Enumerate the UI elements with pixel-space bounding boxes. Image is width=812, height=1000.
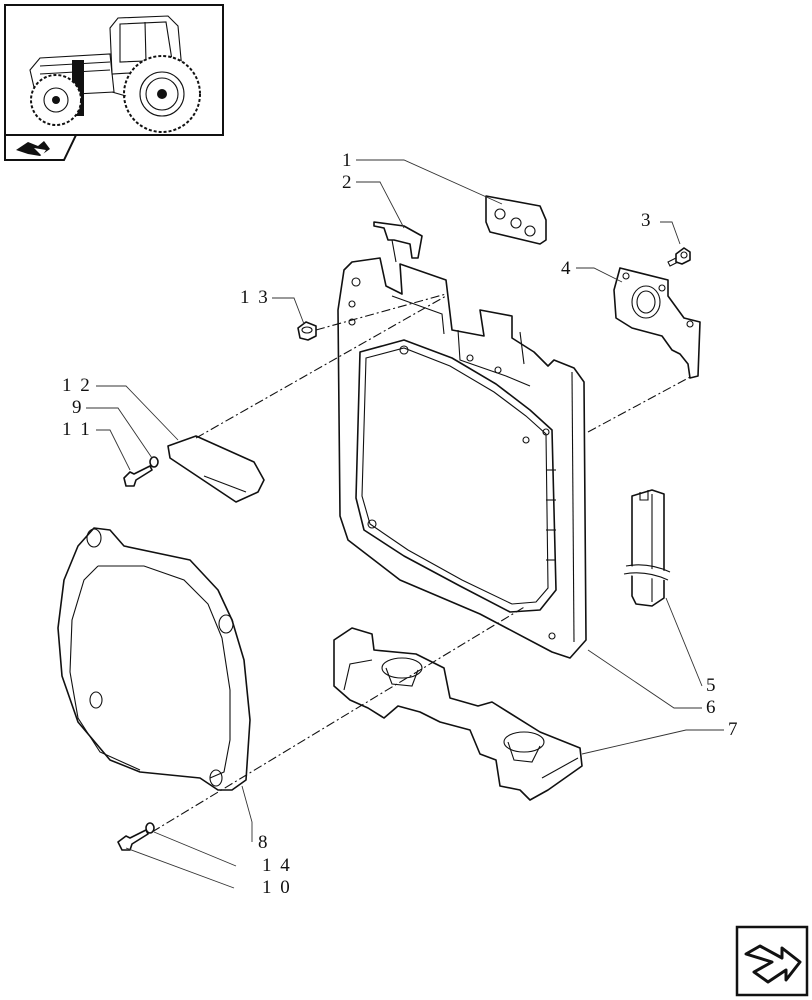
part-10-bolt: [117, 829, 149, 851]
part-4-bracket: [613, 267, 701, 379]
leader-lines: [86, 159, 724, 889]
part-12-guide: [167, 435, 265, 503]
callout-8: 8: [258, 832, 270, 853]
callout-3: 3: [641, 210, 653, 231]
part-13-nut: [297, 321, 317, 341]
part-1-plate: [485, 195, 547, 245]
part-3-screw: [667, 247, 691, 267]
part-2-clip: [373, 221, 423, 263]
callout-13: 1 3: [240, 287, 270, 308]
assembly-axes: [151, 293, 693, 833]
callout-9: 9: [72, 397, 84, 418]
tractor-icon: [4, 4, 224, 136]
callout-1: 1: [342, 150, 354, 171]
callout-2: 2: [342, 172, 354, 193]
callout-11: 1 1: [62, 419, 92, 440]
callout-6: 6: [706, 697, 718, 718]
callout-7: 7: [728, 719, 740, 740]
callout-5: 5: [706, 675, 718, 696]
callout-labels: 1 2 3 4 1 3 1 2 9 1 1 5 6 7 8 1 4 1 0: [62, 150, 740, 898]
part-7-support: [333, 627, 583, 801]
part-6-frame: [337, 257, 587, 659]
part-14-washer: [145, 822, 155, 834]
next-page-arrow-icon[interactable]: [735, 925, 809, 997]
part-5-seal-strip: [623, 489, 671, 607]
callout-10: 1 0: [262, 877, 292, 898]
callout-4: 4: [561, 258, 573, 279]
callout-12: 1 2: [62, 375, 92, 396]
part-11-bolt: [123, 465, 153, 487]
part-9-washer: [149, 456, 159, 468]
part-8-shroud: [57, 527, 251, 791]
callout-14: 1 4: [262, 855, 292, 876]
section-arrow-icon: [4, 134, 78, 161]
